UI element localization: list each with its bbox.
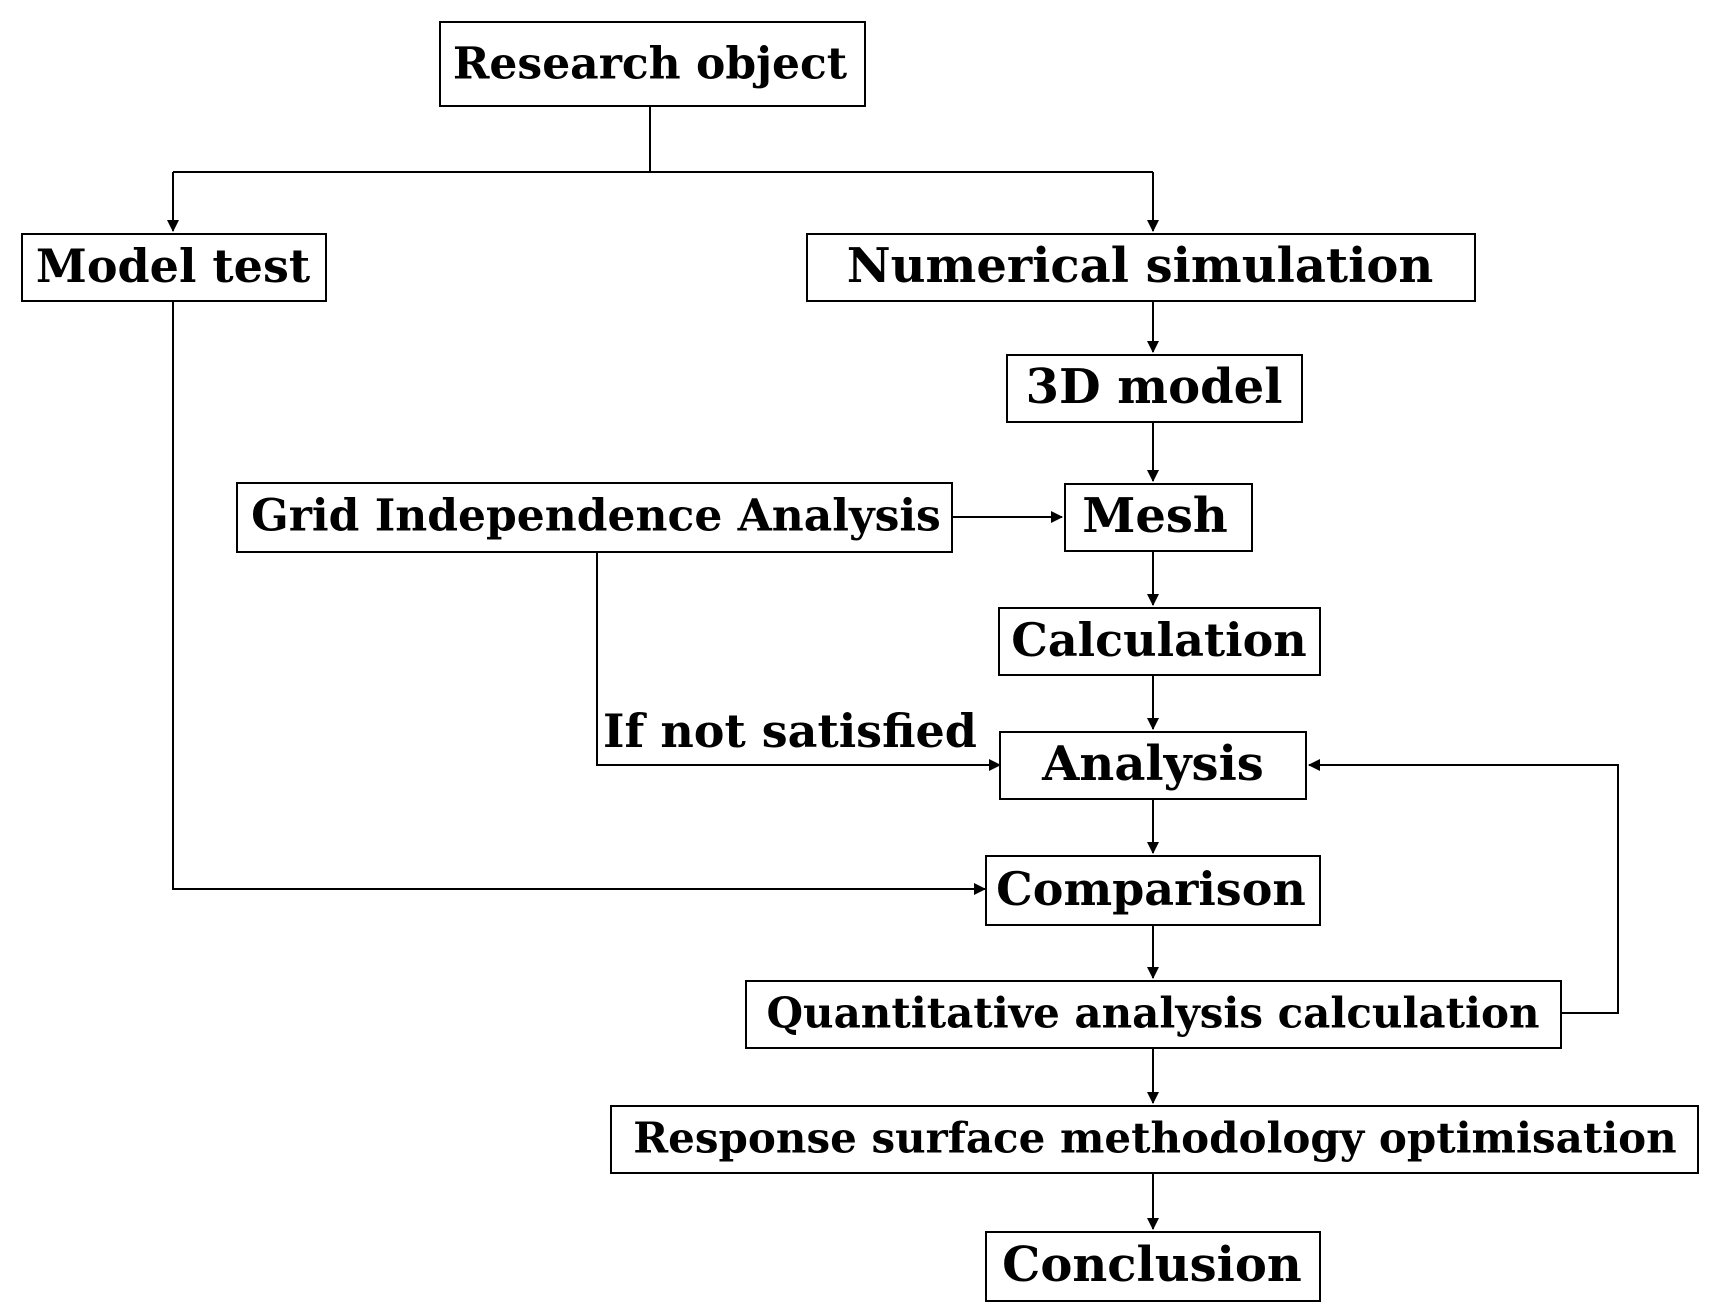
node-analysis-label: Analysis: [1041, 736, 1264, 792]
node-conclusion: Conclusion: [985, 1231, 1321, 1302]
edges: [167, 106, 1619, 1230]
node-numerical-simulation: Numerical simulation: [806, 233, 1476, 302]
node-research-object: Research object: [439, 21, 866, 107]
edge-model-test-to-comparison: [172, 301, 986, 895]
node-model-test: Model test: [21, 233, 327, 302]
node-model-test-label: Model test: [36, 239, 311, 293]
node-calculation-label: Calculation: [1011, 613, 1306, 667]
node-3d-model-label: 3D model: [1026, 359, 1283, 415]
node-response-surface: Response surface methodology optimisatio…: [610, 1105, 1699, 1174]
node-analysis: Analysis: [999, 731, 1307, 800]
node-grid-independence-label: Grid Independence Analysis: [251, 491, 941, 542]
node-3d-model: 3D model: [1006, 354, 1303, 423]
node-numerical-simulation-label: Numerical simulation: [847, 238, 1434, 294]
edge-label-if-not-satisfied: If not satisfied: [603, 704, 977, 758]
node-response-surface-label: Response surface methodology optimisatio…: [633, 1114, 1676, 1163]
node-quantitative: Quantitative analysis calculation: [745, 980, 1562, 1049]
node-quantitative-label: Quantitative analysis calculation: [766, 989, 1539, 1038]
node-comparison-label: Comparison: [996, 862, 1306, 916]
node-conclusion-label: Conclusion: [1002, 1237, 1302, 1293]
node-calculation: Calculation: [998, 607, 1321, 676]
node-grid-independence: Grid Independence Analysis: [236, 482, 953, 553]
node-mesh: Mesh: [1064, 483, 1253, 552]
node-mesh-label: Mesh: [1082, 488, 1228, 544]
node-research-object-label: Research object: [453, 39, 848, 90]
edge-grid-to-analysis: [596, 552, 1001, 771]
edge-quantitative-feedback-to-analysis: [1308, 759, 1619, 1014]
node-comparison: Comparison: [985, 855, 1321, 926]
